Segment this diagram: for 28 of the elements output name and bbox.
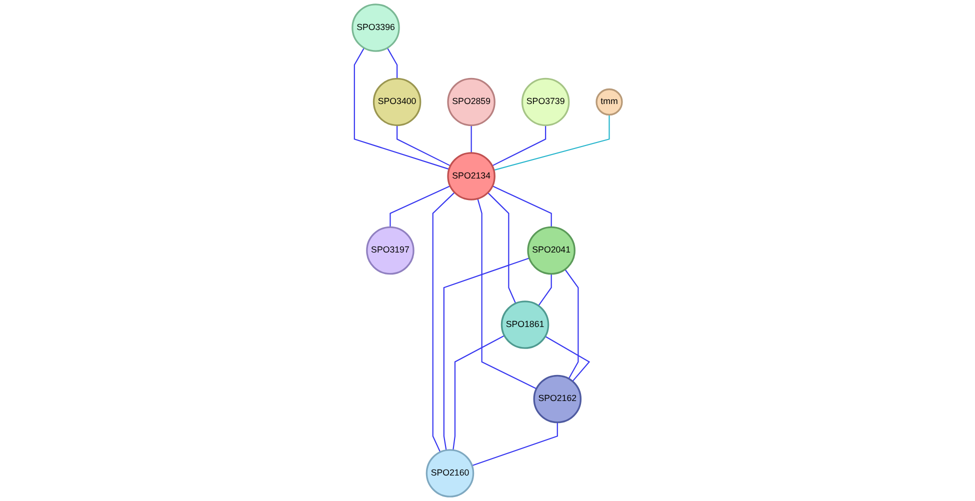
node-circle: SPO3197: [366, 226, 415, 275]
connector: [387, 48, 398, 79]
connector: [538, 274, 552, 306]
node-circle: SPO2134: [447, 152, 496, 200]
node-circle: SPO2160: [426, 449, 474, 498]
node-circle: SPO3739: [522, 78, 570, 126]
connector: [492, 186, 552, 228]
node-circle: SPO3400: [373, 78, 422, 126]
node-circle: SPO2041: [527, 226, 576, 275]
connector: [390, 185, 451, 228]
connector: [564, 269, 580, 379]
connector: [432, 192, 456, 452]
node-circle: tmm: [596, 88, 624, 116]
connector: [444, 258, 530, 450]
node-circle: SPO1861: [501, 300, 550, 349]
connector: [488, 192, 516, 304]
connector: [492, 125, 546, 166]
connector: [494, 114, 610, 171]
connector: [396, 125, 451, 166]
connector: [354, 48, 450, 170]
node-circle: SPO2859: [447, 78, 496, 126]
connector: [471, 125, 472, 153]
node-circle: SPO3396: [352, 4, 400, 52]
connector: [452, 335, 505, 450]
node-circle: SPO2162: [534, 374, 582, 424]
connector: [477, 198, 537, 390]
connector: [545, 336, 590, 382]
connector: [472, 422, 558, 466]
